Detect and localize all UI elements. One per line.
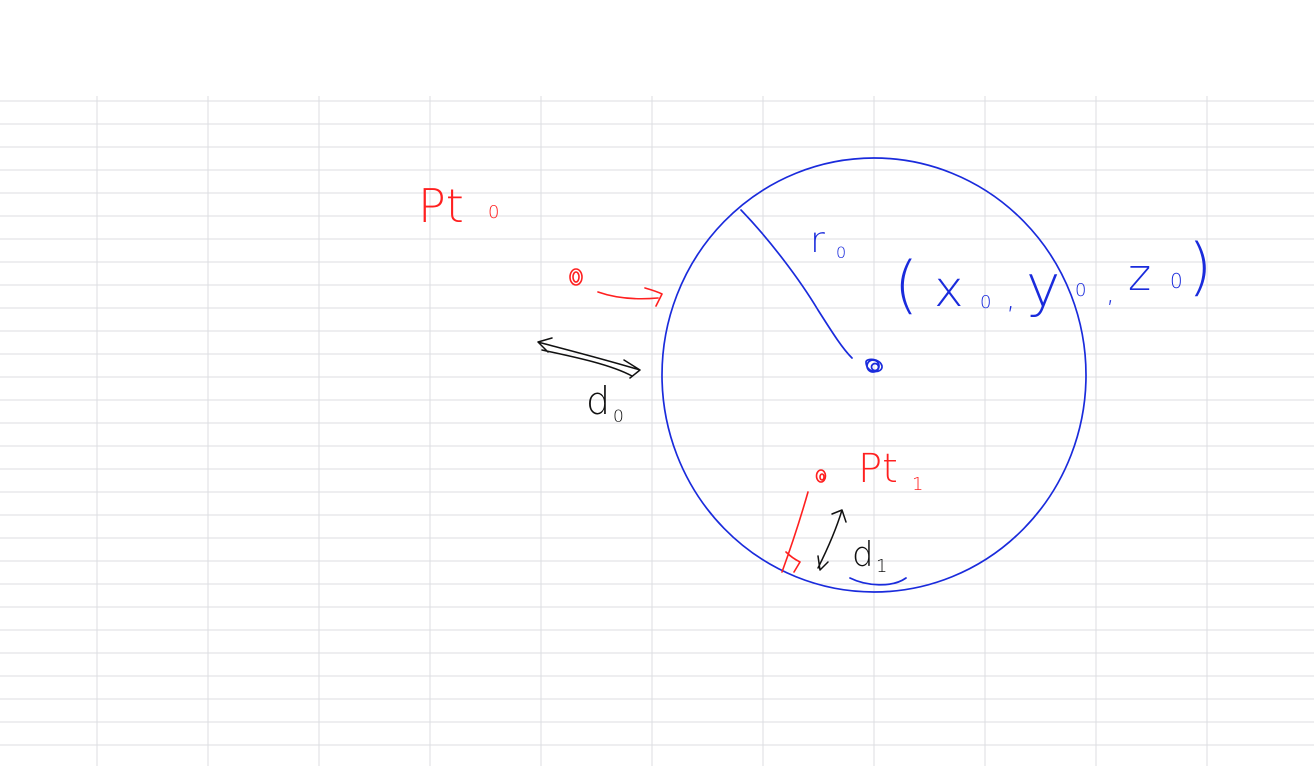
distance0-arrow: [537, 337, 641, 379]
background-grid: [0, 96, 1314, 766]
point1-perpendicular-mark: [781, 491, 809, 573]
radius-label: r: [810, 220, 825, 261]
svg-text:): ): [1188, 230, 1212, 303]
svg-text:y: y: [1026, 252, 1060, 320]
svg-text:0: 0: [1075, 280, 1086, 301]
distance1-arrow: [817, 509, 847, 571]
center-point: [865, 358, 883, 373]
svg-text:x: x: [934, 260, 964, 318]
distance1-underline: [849, 577, 907, 586]
sphere-outline: [661, 157, 1087, 593]
distance1-label-subscript: 1: [876, 556, 887, 577]
point1-marker: [815, 469, 827, 483]
point0-perpendicular-mark: [597, 287, 663, 307]
radius-line: [740, 209, 853, 359]
radius-label-subscript: 0: [836, 243, 846, 262]
distance0-label-subscript: 0: [613, 407, 624, 427]
point1-label: Pt: [858, 446, 898, 492]
point0-marker: [569, 268, 583, 286]
point0-label: Pt: [418, 179, 464, 233]
svg-text:0: 0: [1170, 269, 1183, 293]
svg-text:,: ,: [1006, 281, 1016, 316]
point0-label-subscript: 0: [488, 202, 499, 223]
svg-text:(: (: [894, 248, 918, 321]
distance0-label: d: [586, 379, 610, 423]
svg-text:,: ,: [1106, 276, 1115, 309]
center-coordinate-label: ( x 0 , y 0 , z 0 ): [894, 230, 1212, 321]
svg-text:z: z: [1128, 250, 1151, 301]
distance1-label: d: [852, 535, 874, 575]
point1-label-subscript: 1: [912, 474, 923, 495]
svg-text:0: 0: [980, 292, 991, 313]
